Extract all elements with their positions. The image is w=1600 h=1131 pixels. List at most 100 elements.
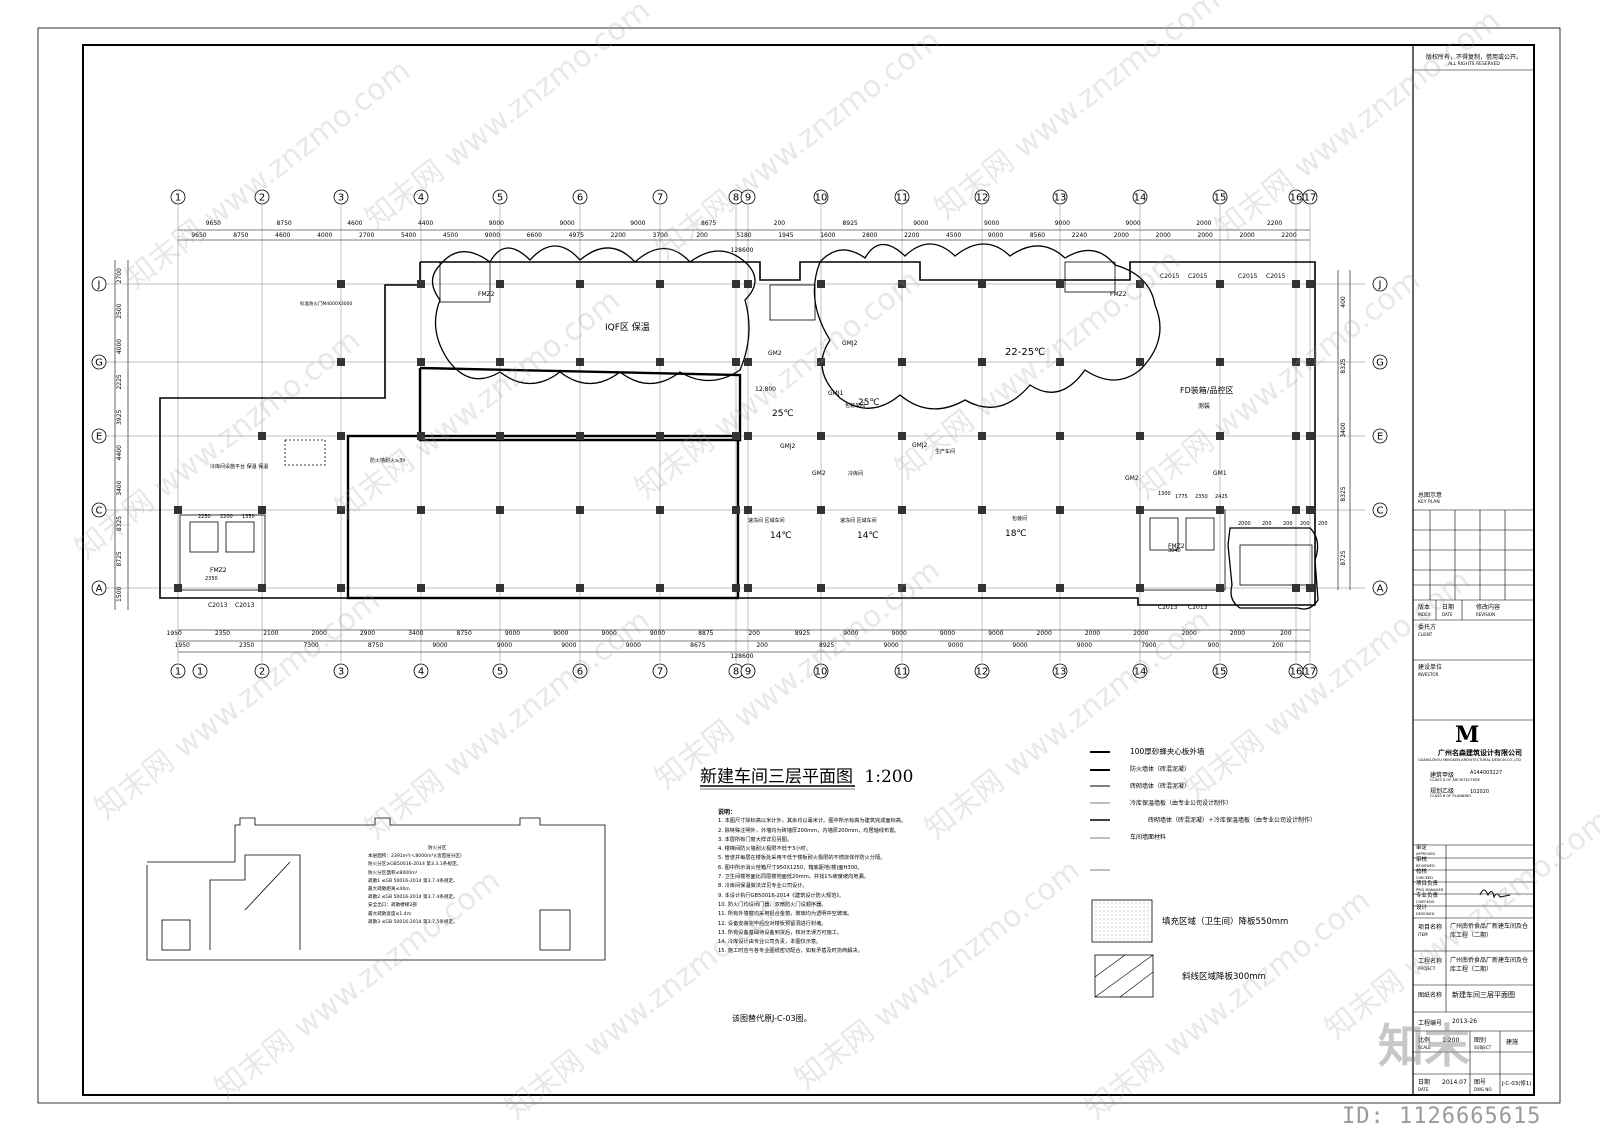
qual1-en: CLASS A OF ARCHITECTURE bbox=[1430, 778, 1481, 782]
axis-bubble-top: 9 bbox=[740, 189, 756, 205]
dim-top-2: 4500 bbox=[443, 232, 458, 239]
column bbox=[1216, 280, 1224, 288]
company-name-en: GUANGZHOU MINGSEN ARCHITECTURAL DESIGN C… bbox=[1418, 758, 1521, 762]
axis-bubble-top: 17 bbox=[1302, 189, 1318, 205]
dim-top-2: 2000 bbox=[1198, 232, 1213, 239]
room-temp-22: 22-25℃ bbox=[1005, 347, 1045, 358]
axis-bubble-left: A bbox=[91, 580, 107, 596]
revision-cloud bbox=[431, 243, 1319, 610]
tb-investor-cn: 建设单位 bbox=[1418, 664, 1443, 671]
door-label: GM2 bbox=[1125, 475, 1139, 482]
column bbox=[978, 280, 986, 288]
dim-bottom-1: 9000 bbox=[892, 630, 907, 637]
axis-bubble-bottom: 14 bbox=[1132, 663, 1148, 679]
dim-bottom-1: 2000 bbox=[312, 630, 327, 637]
axis-bubble-top: 3 bbox=[333, 189, 349, 205]
dim-bottom-2: 9000 bbox=[561, 642, 576, 649]
room-fd: FD装箱/品控区 bbox=[1180, 385, 1233, 395]
dim-total-bottom: 128600 bbox=[731, 653, 754, 660]
dim-bottom-2: 9000 bbox=[432, 642, 447, 649]
column bbox=[576, 280, 584, 288]
tb-date: 2014.07 bbox=[1442, 1079, 1467, 1086]
svg-text:J: J bbox=[97, 280, 101, 291]
drawing-scale: 1:200 bbox=[864, 767, 914, 787]
misc-dim-label: 2425 bbox=[1215, 494, 1228, 500]
qual2: 规划乙级 bbox=[1430, 788, 1455, 795]
axis-bubble-bottom: 12 bbox=[974, 663, 990, 679]
notes-title: 说明： bbox=[718, 809, 737, 816]
column bbox=[656, 432, 664, 440]
dim-bottom-2: 8925 bbox=[819, 642, 834, 649]
axis-bubble-bottom: 3 bbox=[333, 663, 349, 679]
column bbox=[1306, 280, 1314, 288]
note-item: 10. 防火门均设闭门器，双扇防火门设顺序器。 bbox=[718, 901, 827, 908]
qual2-en: CLASS B OF PLANNING bbox=[1430, 794, 1472, 798]
column bbox=[1056, 432, 1064, 440]
misc-dim-label: 1775 bbox=[1175, 494, 1188, 500]
tb-scale-label-cn: 比例 bbox=[1418, 1037, 1431, 1044]
column bbox=[817, 584, 825, 592]
tb-keyplan: 总图示意 KEY PLAN bbox=[1418, 492, 1530, 506]
column bbox=[1216, 358, 1224, 366]
column bbox=[1216, 584, 1224, 592]
general-notes: 说明： 1. 本图尺寸除标高以米计外，其余均以毫米计。图中所示标高为建筑完成面标… bbox=[718, 808, 1058, 957]
column bbox=[732, 280, 740, 288]
dim-bottom-1: 200 bbox=[1280, 630, 1292, 637]
dim-bottom-1: 2000 bbox=[1182, 630, 1197, 637]
dim-top-2: 2200 bbox=[904, 232, 919, 239]
tb-keyplan-cn: 总图示意 bbox=[1418, 492, 1443, 499]
column bbox=[1292, 584, 1300, 592]
svg-text:7: 7 bbox=[657, 193, 663, 204]
dim-bottom-2: 9000 bbox=[948, 642, 963, 649]
door-label: GM2 bbox=[768, 350, 782, 357]
dim-left: 2500 bbox=[116, 303, 123, 318]
column bbox=[1306, 358, 1314, 366]
axis-bubble-bottom: 1 bbox=[192, 663, 208, 679]
svg-text:5: 5 bbox=[497, 193, 503, 204]
column bbox=[1292, 506, 1300, 514]
column bbox=[656, 280, 664, 288]
tb-copyright-en: ALL RIGHTS RESERVED bbox=[1448, 62, 1500, 67]
keyplan-title: 防火分区 bbox=[428, 846, 447, 851]
axis-bubble-bottom: 5 bbox=[492, 663, 508, 679]
dim-top-1: 200 bbox=[774, 220, 786, 227]
svg-text:C: C bbox=[96, 506, 103, 517]
axis-bubble-left: G bbox=[91, 354, 107, 370]
column bbox=[417, 584, 425, 592]
dim-right: 400 bbox=[1340, 296, 1347, 308]
column bbox=[258, 584, 266, 592]
legend-symbols bbox=[1090, 751, 1154, 998]
door-label: GM2 bbox=[812, 470, 826, 477]
note-item: 6. 图中所示消火栓箱尺寸950X1250，箱底距地(楼)面H300。 bbox=[718, 864, 863, 871]
column bbox=[656, 358, 664, 366]
company-logo: M bbox=[1455, 722, 1480, 748]
room-fd-sub: 测装 bbox=[1198, 402, 1210, 410]
svg-text:10: 10 bbox=[815, 667, 828, 678]
column bbox=[1056, 506, 1064, 514]
stair-cores bbox=[179, 261, 1313, 591]
dim-top-2: 1600 bbox=[820, 232, 835, 239]
notes-list: 1. 本图尺寸除标高以米计外，其余均以毫米计。图中所示标高为建筑完成面标高。2.… bbox=[718, 817, 1058, 956]
dim-top-1: 9650 bbox=[206, 220, 221, 227]
svg-text:1: 1 bbox=[197, 667, 203, 678]
dim-bottom-1: 8875 bbox=[698, 630, 713, 637]
tb-client-cn: 委托方 bbox=[1418, 624, 1437, 631]
column bbox=[817, 358, 825, 366]
column bbox=[576, 358, 584, 366]
tb-role-cn: 审核 bbox=[1416, 857, 1428, 863]
tb-role-en: APPROVED bbox=[1416, 851, 1436, 856]
dim-left: 1500 bbox=[116, 586, 123, 601]
column bbox=[817, 280, 825, 288]
drawing-title: 新建车间三层平面图 1:200 bbox=[700, 762, 913, 787]
column bbox=[576, 432, 584, 440]
svg-text:12: 12 bbox=[976, 667, 989, 678]
dim-bottom-1: 2000 bbox=[1037, 630, 1052, 637]
replace-note: 该图替代原J-C-03图。 bbox=[732, 1014, 812, 1023]
dim-top-1: 4400 bbox=[418, 220, 433, 227]
